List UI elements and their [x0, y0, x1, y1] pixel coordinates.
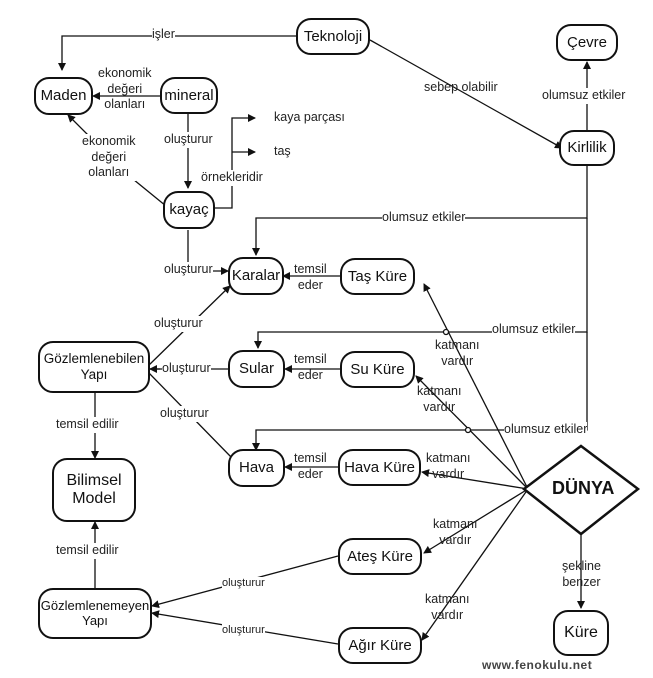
node-gozlemlenemeyen: Gözlemlenemeyen Yapı — [38, 588, 152, 639]
label-ekonomik-2b: değeri — [91, 149, 127, 164]
node-kure: Küre — [553, 610, 609, 656]
node-ates-kure: Ateş Küre — [338, 538, 422, 575]
label-temsil-3a: temsil — [294, 451, 327, 465]
label-temsil-edilir-1: temsil edilir — [56, 417, 119, 433]
label-sebep-olabilir: sebep olabilir — [424, 80, 498, 94]
node-mineral: mineral — [160, 77, 218, 114]
label-katmani-1: katmanı vardır — [435, 338, 479, 369]
label-temsil-edilir-2: temsil edilir — [56, 543, 119, 559]
junction-1 — [442, 328, 450, 336]
label-katmani-1a: katmanı — [435, 338, 480, 352]
junction-2 — [464, 426, 472, 434]
label-temsil-2b: eder — [297, 367, 323, 382]
label-temsil-1b: eder — [297, 277, 323, 292]
node-gozlemlenemeyen-line1: Gözlemlenemeyen — [40, 597, 150, 613]
label-sekline-b: benzer — [562, 574, 601, 589]
label-olumsuz-etkiler-cevre: olumsuz etkiler — [542, 88, 626, 104]
label-katmani-3a: katmanı — [426, 451, 471, 465]
edge-dunya-sukure — [415, 375, 529, 490]
label-katmani-3: katmanı vardır — [426, 451, 470, 482]
label-olusturur-karalar: oluşturur — [154, 316, 203, 332]
node-hava-kure: Hava Küre — [338, 449, 421, 486]
label-isler: işler — [152, 27, 175, 43]
label-temsil-eder-1: temsil eder — [294, 262, 327, 293]
dunya-diamond — [521, 444, 641, 536]
label-ornekleridir: örnekleridir — [201, 170, 263, 186]
label-olusturur-mineral: oluşturur — [164, 132, 213, 148]
label-olusturur-hava: oluşturur — [160, 406, 209, 422]
watermark: www.fenokulu.net — [482, 658, 593, 672]
edge-kirlilik-sular — [254, 218, 588, 349]
label-ekonomik-1b: değeri — [107, 81, 143, 96]
label-katmani-5: katmanı vardır — [425, 592, 469, 623]
node-gozlemlenebilen-line1: Gözlemlenebilen — [43, 351, 145, 367]
label-katmani-4: katmanı vardır — [433, 517, 477, 548]
node-teknoloji: Teknoloji — [296, 18, 370, 55]
label-ekonomik-1c: olanları — [104, 97, 146, 112]
node-kirlilik: Kirlilik — [559, 130, 615, 166]
label-katmani-4a: katmanı — [433, 517, 478, 531]
node-bilimsel-line2: Model — [72, 490, 116, 507]
label-ekonomik-1a: ekonomik — [98, 66, 152, 80]
label-olumsuz-etkiler-3: olumsuz etkiler — [504, 422, 588, 438]
edge-kayac-ornekler — [214, 114, 256, 209]
edge-dunya-agirkure — [421, 488, 529, 641]
label-temsil-eder-2: temsil eder — [294, 352, 327, 383]
label-katmani-2a: katmanı — [417, 384, 462, 398]
node-dunya: DÜNYA — [552, 478, 615, 498]
node-gozlemlenebilen: Gözlemlenebilen Yapı — [38, 341, 150, 393]
label-olumsuz-etkiler-1: olumsuz etkiler — [382, 210, 466, 226]
node-sular: Sular — [228, 350, 285, 388]
label-ekonomik-1: ekonomik değeri olanları — [98, 66, 152, 113]
label-sekline-benzer: şekline benzer — [562, 559, 601, 590]
node-hava: Hava — [228, 449, 285, 487]
label-katmani-5a: katmanı — [425, 592, 470, 606]
label-olusturur-sular: oluşturur — [162, 361, 211, 377]
node-bilimsel-line1: Bilimsel — [66, 471, 122, 489]
label-temsil-2a: temsil — [294, 352, 327, 366]
node-gozlemlenemeyen-line2: Yapı — [82, 612, 108, 628]
label-olusturur-kayac: oluşturur — [164, 262, 213, 278]
label-olusturur-ates: oluşturur — [222, 577, 265, 591]
label-katmani-5b: vardır — [431, 607, 464, 622]
edge-dunya-taskure — [423, 283, 529, 490]
label-ekonomik-2c: olanları — [88, 165, 130, 180]
node-su-kure: Su Küre — [340, 351, 415, 388]
label-ekonomik-2a: ekonomik — [82, 134, 136, 148]
label-ekonomik-2: ekonomik değeri olanları — [82, 134, 136, 181]
edge-dunya-ateskure — [423, 488, 529, 554]
edge-kirlilik-hava — [252, 332, 588, 451]
edge-teknoloji-kirlilik — [369, 39, 563, 149]
label-katmani-1b: vardır — [441, 353, 474, 368]
node-agir-kure: Ağır Küre — [338, 627, 422, 664]
label-katmani-2b: vardır — [423, 399, 456, 414]
label-kaya-parcasi: kaya parçası — [274, 110, 345, 124]
label-tas: taş — [274, 144, 291, 158]
node-gozlemlenebilen-line2: Yapı — [80, 367, 108, 382]
node-karalar: Karalar — [228, 257, 284, 295]
label-temsil-1a: temsil — [294, 262, 327, 276]
label-katmani-3b: vardır — [432, 466, 465, 481]
edge-teknoloji-maden — [58, 35, 296, 71]
node-tas-kure: Taş Küre — [340, 258, 415, 295]
node-maden: Maden — [34, 77, 93, 115]
label-katmani-4b: vardır — [439, 532, 472, 547]
node-cevre: Çevre — [556, 24, 618, 61]
label-temsil-eder-3: temsil eder — [294, 451, 327, 482]
label-olusturur-agir: oluşturur — [222, 624, 265, 638]
node-kayac: kayaç — [163, 191, 215, 229]
label-katmani-2: katmanı vardır — [417, 384, 461, 415]
label-olumsuz-etkiler-2: olumsuz etkiler — [492, 322, 576, 338]
edge-dunya-havakure — [421, 469, 529, 490]
node-bilimsel-model: Bilimsel Model — [52, 458, 136, 522]
label-temsil-3b: eder — [297, 466, 323, 481]
label-sekline-a: şekline — [562, 559, 601, 573]
